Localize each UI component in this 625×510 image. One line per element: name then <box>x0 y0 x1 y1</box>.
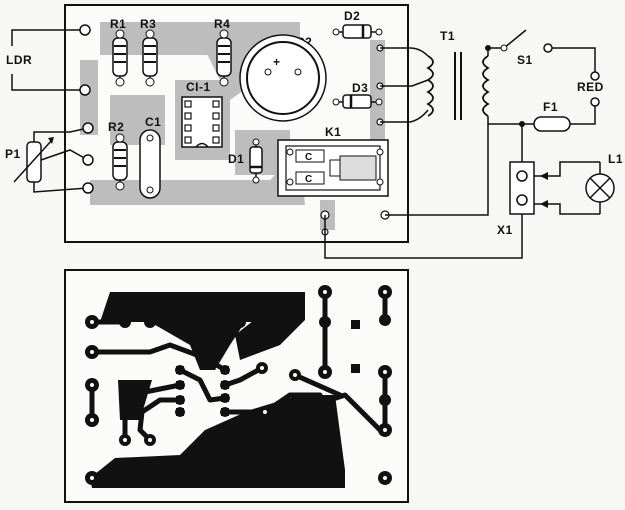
r2-label: R2 <box>108 120 124 134</box>
k1-label: K1 <box>325 125 341 139</box>
transformer-t1: T1 <box>380 29 490 123</box>
ldr-label: LDR <box>6 53 32 67</box>
component-layout-board: LDR P1 R1 <box>5 4 623 259</box>
ic-pads-bottom <box>176 320 360 416</box>
d1-label: D1 <box>228 152 244 166</box>
x1-label: X1 <box>497 223 513 237</box>
mains-red: RED <box>577 80 604 107</box>
lamp-l1: L1 <box>548 152 623 215</box>
diode-d3: D3 <box>332 81 383 109</box>
drill-holes <box>90 290 387 480</box>
k1-contact-label: C <box>305 152 312 163</box>
ci1-label: CI-1 <box>186 80 211 94</box>
copper-side-board <box>64 269 409 503</box>
l1-label: L1 <box>608 152 623 166</box>
d2-label: D2 <box>344 9 360 23</box>
r3-label: R3 <box>140 17 156 31</box>
r4-label: R4 <box>214 17 230 31</box>
p1-label: P1 <box>5 147 21 161</box>
resistor-r2: R2 <box>108 120 128 191</box>
switch-s1: S1 <box>500 29 600 81</box>
fuse-f1: F1 <box>522 100 596 132</box>
d3-label: D3 <box>352 81 368 95</box>
relay-output-wiring <box>324 124 523 259</box>
copper-traces <box>90 292 345 488</box>
t1-label: T1 <box>440 29 455 43</box>
k1-contact-label-2: C <box>305 174 312 185</box>
r1-label: R1 <box>110 17 126 31</box>
capacitor-c2: C2 + <box>239 34 327 122</box>
capacitor-c1: C1 <box>139 115 161 199</box>
diode-d2: D2 <box>332 9 383 39</box>
diode-d1: D1 <box>228 138 263 184</box>
s1-label: S1 <box>517 53 533 67</box>
p1-potentiometer: P1 <box>5 122 94 194</box>
red-label: RED <box>577 80 604 94</box>
resistor-r1: R1 <box>110 17 128 87</box>
resistor-r4: R4 <box>214 17 232 87</box>
c2-polarity: + <box>273 55 281 69</box>
relay-k1: K1 C C <box>277 125 389 197</box>
ldr-connection: LDR <box>6 24 91 96</box>
ic-ci1: CI-1 <box>181 80 223 148</box>
resistor-r3: R3 <box>140 17 158 87</box>
mains-wiring <box>485 45 525 127</box>
f1-label: F1 <box>543 100 558 114</box>
c1-label: C1 <box>145 115 161 129</box>
